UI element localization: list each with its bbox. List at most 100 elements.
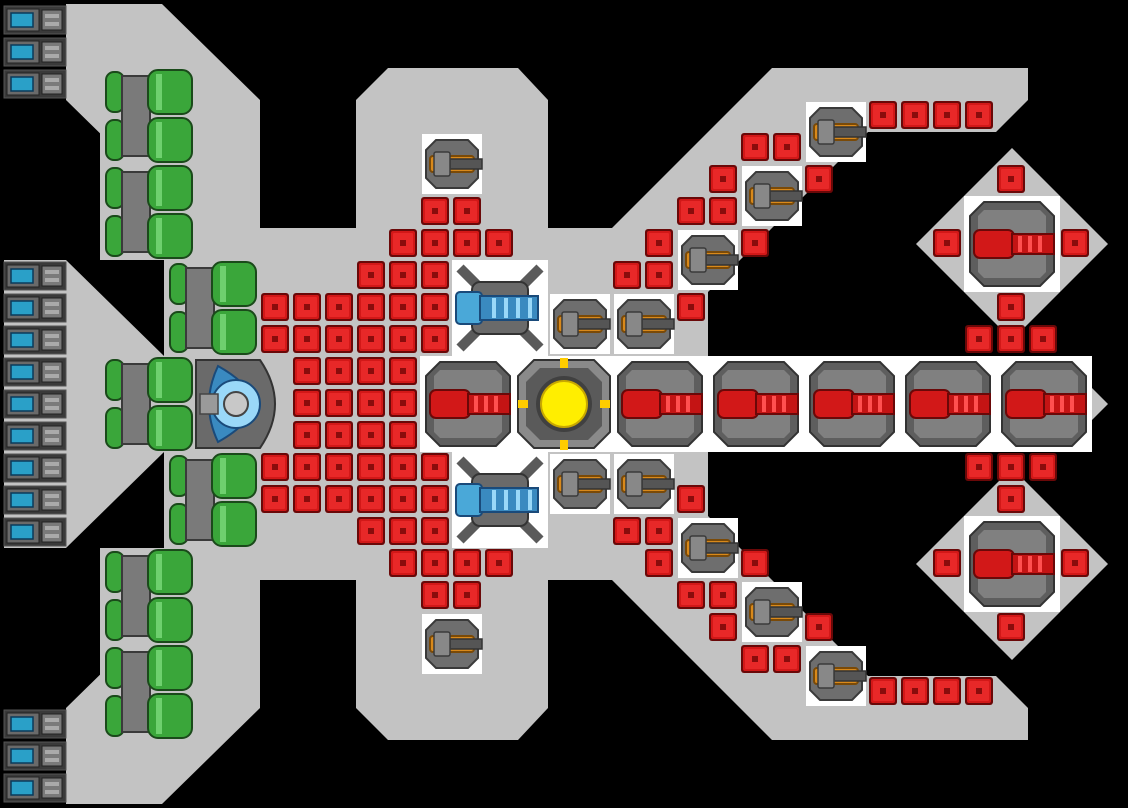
autocannon-icon[interactable]	[613, 293, 675, 355]
armor-block-icon[interactable]	[805, 613, 833, 641]
command-pod[interactable]	[195, 359, 276, 449]
armor-block-icon[interactable]	[421, 517, 449, 545]
ion-cannon-icon[interactable]	[452, 260, 548, 356]
armor-block-icon[interactable]	[453, 229, 481, 257]
armor-block-icon[interactable]	[997, 453, 1025, 481]
armor-block-icon[interactable]	[325, 389, 353, 417]
red-laser-icon[interactable]	[899, 355, 997, 453]
armor-block-icon[interactable]	[613, 517, 641, 545]
armor-block-icon[interactable]	[677, 293, 705, 321]
power-cell-icon[interactable]	[3, 5, 67, 35]
armor-block-icon[interactable]	[357, 293, 385, 321]
armor-block-icon[interactable]	[421, 485, 449, 513]
armor-block-icon[interactable]	[805, 165, 833, 193]
armor-block-icon[interactable]	[709, 613, 737, 641]
red-laser-icon[interactable]	[995, 355, 1093, 453]
armor-block-icon[interactable]	[389, 389, 417, 417]
power-cell-icon[interactable]	[3, 293, 67, 323]
armor-block-icon[interactable]	[421, 581, 449, 609]
armor-block-icon[interactable]	[773, 133, 801, 161]
armor-block-icon[interactable]	[357, 485, 385, 513]
armor-block-icon[interactable]	[869, 677, 897, 705]
autocannon-icon[interactable]	[421, 613, 483, 675]
green-engine-icon[interactable]	[99, 547, 197, 645]
armor-block-icon[interactable]	[1061, 229, 1089, 257]
armor-block-icon[interactable]	[933, 229, 961, 257]
armor-block-icon[interactable]	[901, 101, 929, 129]
power-cell-icon[interactable]	[3, 325, 67, 355]
armor-block-icon[interactable]	[325, 325, 353, 353]
armor-block-icon[interactable]	[261, 293, 289, 321]
armor-block-icon[interactable]	[709, 197, 737, 225]
armor-block-icon[interactable]	[421, 453, 449, 481]
armor-block-icon[interactable]	[389, 549, 417, 577]
armor-block-icon[interactable]	[325, 421, 353, 449]
armor-block-icon[interactable]	[389, 293, 417, 321]
armor-block-icon[interactable]	[293, 421, 321, 449]
armor-block-icon[interactable]	[293, 293, 321, 321]
armor-block-icon[interactable]	[357, 325, 385, 353]
armor-block-icon[interactable]	[1029, 325, 1057, 353]
autocannon-icon[interactable]	[549, 453, 611, 515]
red-laser-icon[interactable]	[963, 195, 1061, 293]
armor-block-icon[interactable]	[965, 101, 993, 129]
reactor-core[interactable]	[516, 356, 612, 452]
armor-block-icon[interactable]	[709, 165, 737, 193]
armor-block-icon[interactable]	[997, 293, 1025, 321]
armor-block-icon[interactable]	[325, 453, 353, 481]
power-cell-icon[interactable]	[3, 741, 67, 771]
green-engine-icon[interactable]	[99, 67, 197, 165]
armor-block-icon[interactable]	[421, 197, 449, 225]
armor-block-icon[interactable]	[357, 357, 385, 385]
armor-block-icon[interactable]	[741, 133, 769, 161]
red-laser-icon[interactable]	[803, 355, 901, 453]
armor-block-icon[interactable]	[261, 453, 289, 481]
armor-block-icon[interactable]	[421, 549, 449, 577]
armor-block-icon[interactable]	[389, 517, 417, 545]
green-engine-icon[interactable]	[163, 259, 261, 357]
autocannon-icon[interactable]	[549, 293, 611, 355]
armor-block-icon[interactable]	[933, 549, 961, 577]
power-cell-icon[interactable]	[3, 453, 67, 483]
armor-block-icon[interactable]	[677, 485, 705, 513]
autocannon-icon[interactable]	[741, 581, 803, 643]
power-cell-icon[interactable]	[3, 357, 67, 387]
armor-block-icon[interactable]	[421, 229, 449, 257]
red-laser-icon[interactable]	[419, 355, 517, 453]
armor-block-icon[interactable]	[421, 261, 449, 289]
armor-block-icon[interactable]	[325, 293, 353, 321]
red-laser-icon[interactable]	[611, 355, 709, 453]
armor-block-icon[interactable]	[613, 261, 641, 289]
power-cell-bank[interactable]	[3, 5, 67, 803]
autocannon-icon[interactable]	[677, 517, 739, 579]
armor-block-icon[interactable]	[357, 453, 385, 481]
armor-block-icon[interactable]	[357, 517, 385, 545]
red-laser-icon[interactable]	[963, 515, 1061, 613]
armor-block-icon[interactable]	[965, 453, 993, 481]
armor-block-icon[interactable]	[293, 389, 321, 417]
armor-block-icon[interactable]	[293, 485, 321, 513]
autocannon-icon[interactable]	[805, 645, 867, 707]
armor-block-icon[interactable]	[389, 357, 417, 385]
armor-block-icon[interactable]	[645, 229, 673, 257]
armor-block-icon[interactable]	[773, 645, 801, 673]
armor-block-icon[interactable]	[741, 645, 769, 673]
armor-block-icon[interactable]	[421, 293, 449, 321]
red-laser-icon[interactable]	[707, 355, 805, 453]
power-cell-icon[interactable]	[3, 69, 67, 99]
armor-block-icon[interactable]	[965, 677, 993, 705]
armor-block-icon[interactable]	[485, 549, 513, 577]
armor-block-icon[interactable]	[645, 261, 673, 289]
armor-block-icon[interactable]	[965, 325, 993, 353]
armor-block-icon[interactable]	[741, 229, 769, 257]
ion-cannon-icon[interactable]	[452, 452, 548, 548]
armor-block-icon[interactable]	[869, 101, 897, 129]
green-engine-icon[interactable]	[99, 643, 197, 741]
armor-block-icon[interactable]	[421, 325, 449, 353]
armor-block-icon[interactable]	[901, 677, 929, 705]
armor-block-icon[interactable]	[997, 613, 1025, 641]
armor-block-icon[interactable]	[389, 325, 417, 353]
armor-block-icon[interactable]	[453, 581, 481, 609]
